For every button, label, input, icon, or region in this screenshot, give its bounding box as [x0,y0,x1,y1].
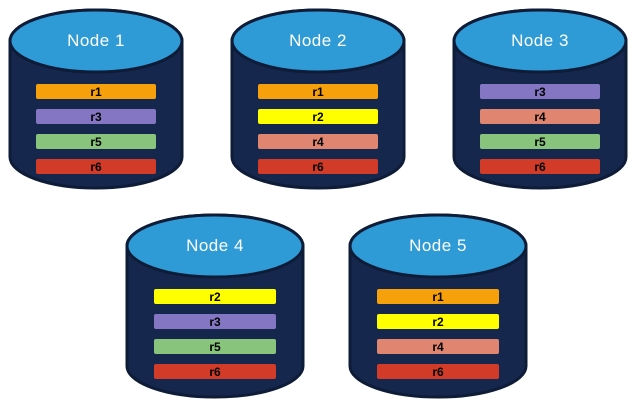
replica-stack: r2 r3 r5 r6 [125,289,305,379]
replica-bar-r5[interactable]: r5 [36,134,156,149]
replica-bar-r6[interactable]: r6 [480,159,600,174]
replica-bar-r6[interactable]: r6 [36,159,156,174]
replica-label: r1 [432,289,444,304]
replica-label: r6 [312,159,324,174]
replica-label: r4 [312,134,324,149]
replica-bar-r2[interactable]: r2 [377,314,499,329]
replica-label: r2 [312,109,324,124]
replica-bar-r3[interactable]: r3 [36,109,156,124]
replica-label: r2 [432,314,444,329]
replica-bar-r4[interactable]: r4 [258,134,378,149]
replica-label: r5 [90,134,102,149]
replica-bar-r4[interactable]: r4 [480,109,600,124]
replica-stack: r1 r2 r4 r6 [348,289,528,379]
cylinder-top-ellipse [8,8,184,74]
replica-stack: r1 r2 r4 r6 [230,84,406,174]
replica-bar-r2[interactable]: r2 [154,289,276,304]
replica-label: r4 [432,339,444,354]
replica-label: r3 [90,109,102,124]
replica-label: r3 [534,84,546,99]
cylinder-top-ellipse [452,8,628,74]
replica-label: r4 [534,109,546,124]
cylinder-top-ellipse [125,213,305,279]
replica-label: r5 [209,339,221,354]
replica-label: r5 [534,134,546,149]
replica-bar-r1[interactable]: r1 [377,289,499,304]
replica-label: r3 [209,314,221,329]
replica-label: r6 [209,364,221,379]
replica-stack: r1 r3 r5 r6 [8,84,184,174]
replica-bar-r2[interactable]: r2 [258,109,378,124]
replica-bar-r3[interactable]: r3 [480,84,600,99]
cylinder-top-ellipse [348,213,528,279]
replica-bar-r5[interactable]: r5 [154,339,276,354]
replica-label: r6 [90,159,102,174]
replica-bar-r1[interactable]: r1 [258,84,378,99]
cylinder-top-ellipse [230,8,406,74]
replica-bar-r3[interactable]: r3 [154,314,276,329]
replica-bar-r6[interactable]: r6 [154,364,276,379]
replica-label: r1 [312,84,324,99]
replica-bar-r1[interactable]: r1 [36,84,156,99]
replica-label: r6 [432,364,444,379]
replica-bar-r5[interactable]: r5 [480,134,600,149]
replica-bar-r4[interactable]: r4 [377,339,499,354]
replica-bar-r6[interactable]: r6 [258,159,378,174]
replica-label: r1 [90,84,102,99]
replica-stack: r3 r4 r5 r6 [452,84,628,174]
replica-label: r6 [534,159,546,174]
replica-bar-r6[interactable]: r6 [377,364,499,379]
replica-label: r2 [209,289,221,304]
